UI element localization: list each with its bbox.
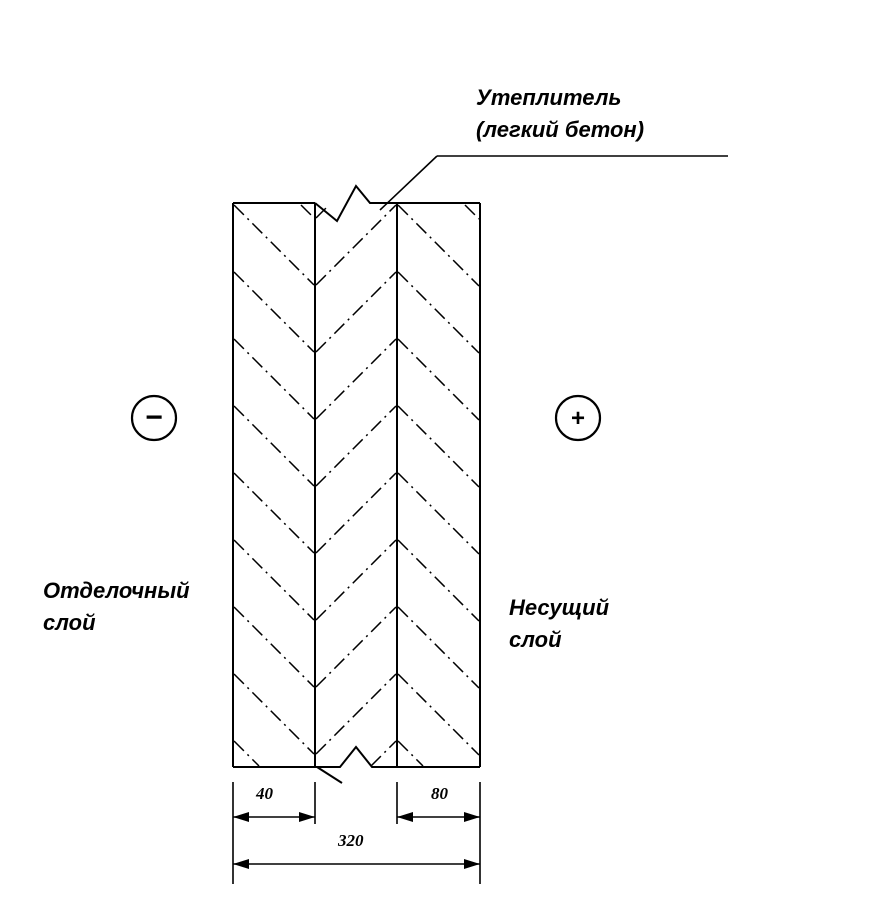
- insulation-hatch-line: [315, 673, 397, 755]
- finish-hatch-line: [233, 338, 315, 420]
- bearing-hatch-line: [397, 606, 480, 689]
- minus-sign: −: [145, 401, 163, 434]
- bearing-layer-hatching: [397, 204, 480, 767]
- bearing-hatch-line: [397, 338, 480, 421]
- bearing-hatch-line: [397, 539, 480, 622]
- bearing-hatch-line: [464, 204, 480, 220]
- finish-hatch-line: [233, 673, 315, 755]
- bearing-hatch-line: [397, 405, 480, 488]
- finish-layer-hatching: [233, 204, 315, 767]
- finish-layer-label-line2: слой: [43, 610, 96, 635]
- insulation-label-line2: (легкий бетон): [476, 117, 644, 142]
- insulation-top-break-line: [314, 184, 397, 223]
- insulation-hatch-line: [315, 539, 397, 621]
- minus-circle-icon: [130, 394, 178, 442]
- dim-value-total: 320: [337, 831, 364, 850]
- bearing-hatch-line: [397, 204, 480, 287]
- bearing-layer-label-line1: Несущий: [509, 595, 610, 620]
- bearing-hatch-line: [397, 673, 480, 756]
- insulation-hatch-line: [315, 271, 397, 353]
- insulation-bottom-break-tail: [316, 766, 343, 784]
- finish-hatch-line: [233, 740, 260, 767]
- dim-arrow-finish-left: [233, 812, 249, 822]
- cold-side-marker: −: [130, 394, 178, 442]
- dim-value-finish: 40: [255, 784, 274, 803]
- insulation-hatch-line: [370, 740, 397, 767]
- wall-outline: [232, 184, 481, 784]
- insulation-hatch-line: [315, 472, 397, 554]
- insulation-layer-hatching: [315, 204, 397, 767]
- bearing-hatch-line: [397, 271, 480, 354]
- insulation-hatch-line: [315, 204, 397, 286]
- insulation-hatch-line: [315, 405, 397, 487]
- insulation-label-line1: Утеплитель: [476, 85, 622, 110]
- bearing-hatch-line: [397, 472, 480, 555]
- finish-hatch-line: [233, 204, 315, 286]
- bearing-layer-label-line2: слой: [509, 627, 562, 652]
- finish-hatch-line: [233, 472, 315, 554]
- warm-side-marker: +: [554, 394, 602, 442]
- plus-sign: +: [571, 405, 585, 432]
- insulation-hatch-line: [315, 606, 397, 688]
- dim-arrow-finish-right: [299, 812, 315, 822]
- plus-circle-icon: [554, 394, 602, 442]
- insulation-hatch-line: [315, 338, 397, 420]
- finish-hatch-line: [233, 271, 315, 353]
- finish-layer-label-line1: Отделочный: [43, 578, 190, 603]
- finish-hatch-line: [233, 606, 315, 688]
- dim-arrow-total-left: [233, 859, 249, 869]
- finish-hatch-line: [300, 204, 315, 219]
- dim-arrow-bearing-right: [464, 812, 480, 822]
- finish-hatch-line: [233, 405, 315, 487]
- bearing-hatch-line: [397, 740, 424, 767]
- dim-value-bearing: 80: [431, 784, 449, 803]
- insulation-bottom-break-line: [315, 745, 397, 768]
- dim-arrow-total-right: [464, 859, 480, 869]
- finish-hatch-line: [233, 539, 315, 621]
- leader-pointer-line: [379, 155, 438, 211]
- dim-arrow-bearing-left: [397, 812, 413, 822]
- insulation-leader: [379, 155, 728, 211]
- dimension-lines: [232, 782, 481, 884]
- insulation-hatch-line: [315, 204, 330, 219]
